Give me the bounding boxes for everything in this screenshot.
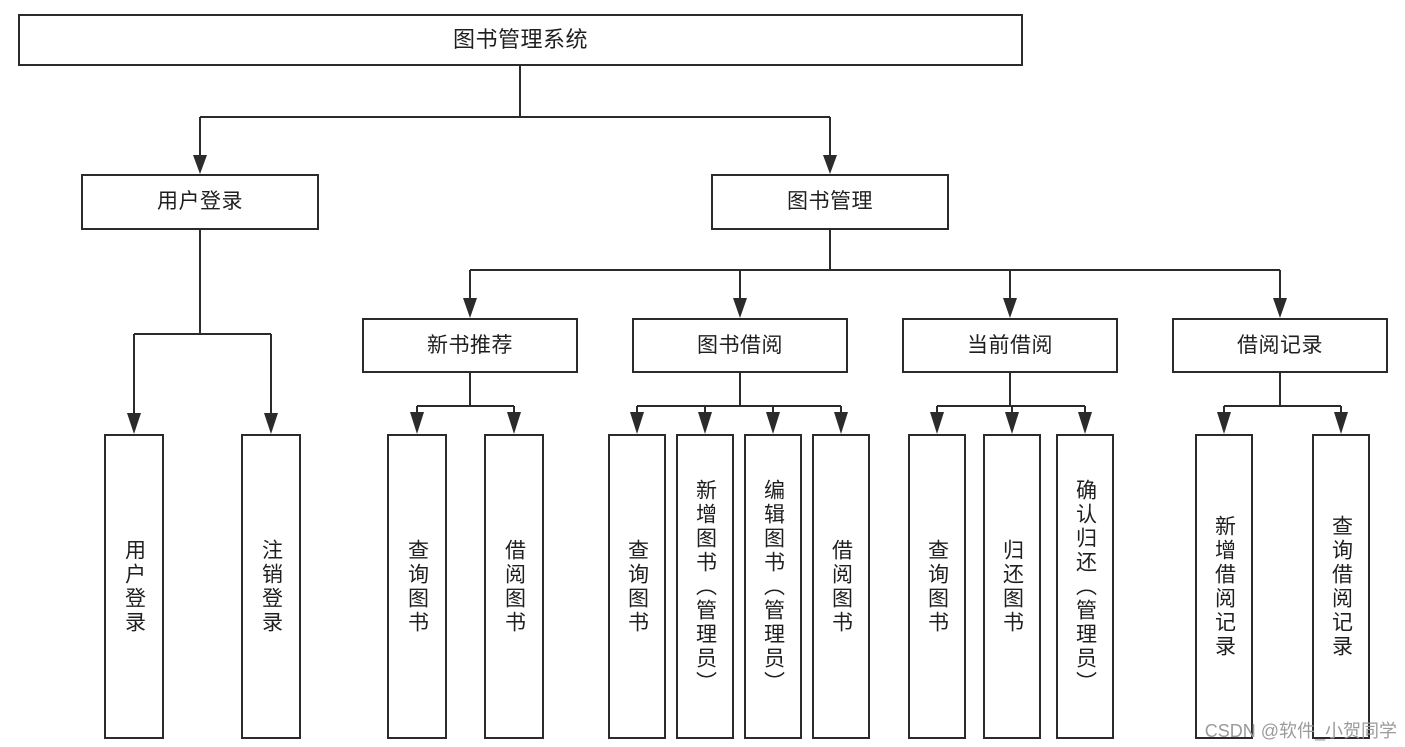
node-label: 查询图书 (405, 538, 429, 635)
arrowhead-leaf-user-login (127, 413, 141, 434)
node-leaf-query-book-current[interactable]: 查询图书 (908, 434, 966, 739)
node-label: 图书管理系统 (452, 27, 588, 53)
node-leaf-logout[interactable]: 注销登录 (241, 434, 301, 739)
node-leaf-borrow-book-recommend[interactable]: 借阅图书 (484, 434, 544, 739)
arrowhead-current-borrow (1003, 298, 1017, 318)
node-user-login[interactable]: 用户登录 (81, 174, 319, 230)
node-label: 查询图书 (625, 538, 649, 635)
node-leaf-borrow-book[interactable]: 借阅图书 (812, 434, 870, 739)
node-label: 图书借阅 (697, 333, 783, 357)
node-label: 借阅记录 (1237, 333, 1323, 357)
arrowhead-leaf-confirm-return (1078, 412, 1092, 434)
arrowhead-leaf-edit-book (766, 412, 780, 434)
arrowhead-leaf-query-book-rec (410, 412, 424, 434)
arrowhead-user-login (193, 155, 207, 174)
node-label: 新书推荐 (427, 333, 513, 357)
arrowhead-leaf-borrow-book-rec (507, 412, 521, 434)
node-label: 借阅图书 (502, 538, 526, 635)
node-label: 确认归还（管理员） (1073, 478, 1097, 695)
arrowhead-leaf-query-record (1334, 412, 1348, 434)
node-label: 注销登录 (259, 538, 283, 635)
arrowhead-leaf-query-book (630, 412, 644, 434)
node-label: 归还图书 (1000, 538, 1024, 635)
node-book-management[interactable]: 图书管理 (711, 174, 949, 230)
node-leaf-query-book[interactable]: 查询图书 (608, 434, 666, 739)
arrowhead-borrow-record (1273, 298, 1287, 318)
arrowhead-book-manage (823, 155, 837, 174)
arrowhead-new-book-rec (463, 298, 477, 318)
node-leaf-user-login[interactable]: 用户登录 (104, 434, 164, 739)
node-label: 新增图书（管理员） (693, 478, 717, 695)
node-leaf-query-book-recommend[interactable]: 查询图书 (387, 434, 447, 739)
node-leaf-add-book-admin[interactable]: 新增图书（管理员） (676, 434, 734, 739)
node-label: 新增借阅记录 (1212, 514, 1236, 659)
node-new-book-recommend[interactable]: 新书推荐 (362, 318, 578, 373)
node-leaf-edit-book-admin[interactable]: 编辑图书（管理员） (744, 434, 802, 739)
arrowhead-leaf-query-book-cur (930, 412, 944, 434)
arrowhead-leaf-logout (264, 413, 278, 434)
node-label: 编辑图书（管理员） (761, 478, 785, 695)
node-leaf-add-borrow-record[interactable]: 新增借阅记录 (1195, 434, 1253, 739)
node-label: 查询图书 (925, 538, 949, 635)
arrowhead-leaf-add-record (1217, 412, 1231, 434)
node-label: 用户登录 (157, 190, 243, 214)
node-leaf-confirm-return-admin[interactable]: 确认归还（管理员） (1056, 434, 1114, 739)
node-label: 查询借阅记录 (1329, 514, 1353, 659)
node-root-book-management-system[interactable]: 图书管理系统 (18, 14, 1023, 66)
arrowhead-leaf-borrow-book (834, 412, 848, 434)
arrowhead-leaf-add-book (698, 412, 712, 434)
node-book-borrow[interactable]: 图书借阅 (632, 318, 848, 373)
node-leaf-return-book[interactable]: 归还图书 (983, 434, 1041, 739)
node-borrow-record[interactable]: 借阅记录 (1172, 318, 1388, 373)
arrowhead-book-borrow (733, 298, 747, 318)
node-leaf-query-borrow-record[interactable]: 查询借阅记录 (1312, 434, 1370, 739)
arrowhead-leaf-return-book (1005, 412, 1019, 434)
node-label: 图书管理 (787, 190, 873, 214)
node-label: 借阅图书 (829, 538, 853, 635)
node-label: 当前借阅 (967, 333, 1053, 357)
node-current-borrow[interactable]: 当前借阅 (902, 318, 1118, 373)
node-label: 用户登录 (122, 538, 146, 635)
